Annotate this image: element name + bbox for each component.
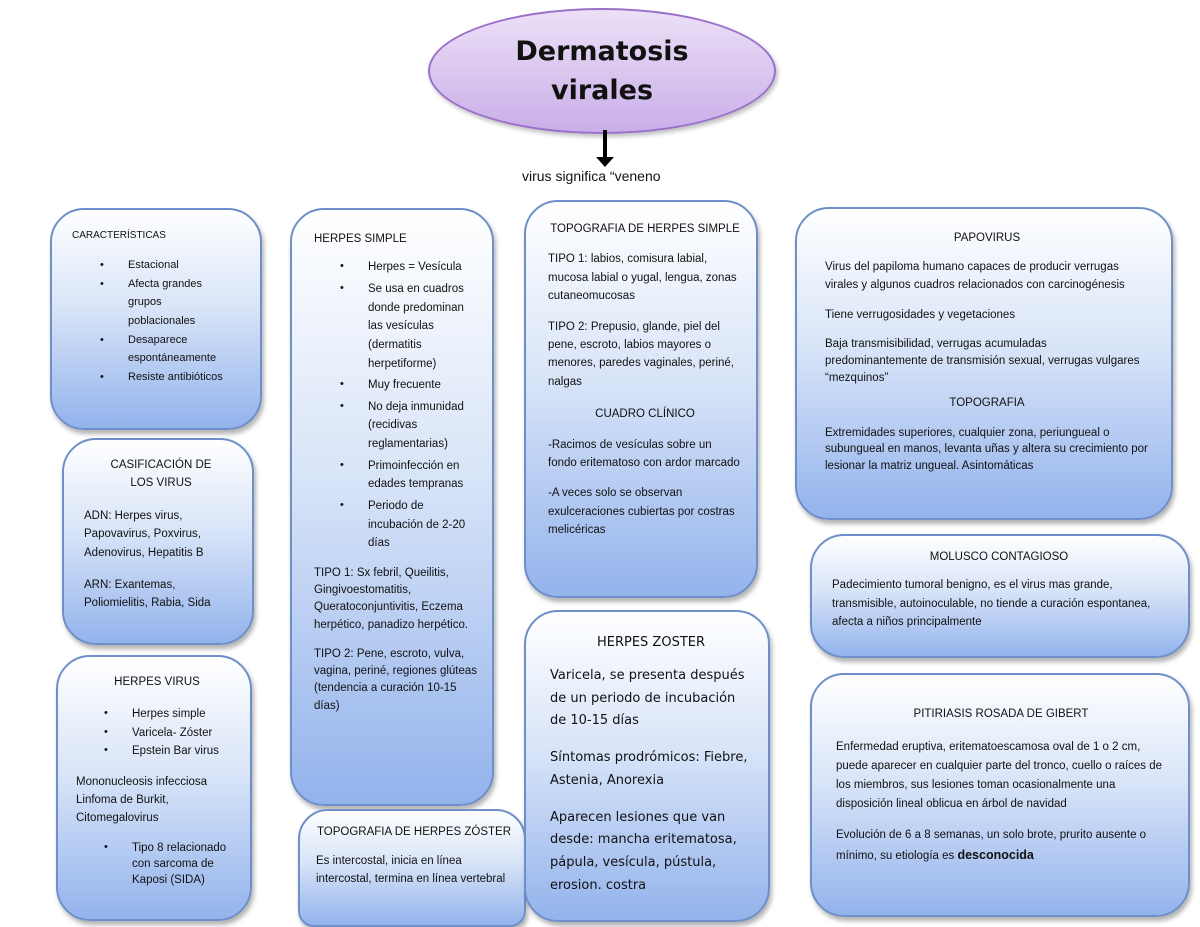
herpes-virus-box: HERPES VIRUS Herpes simple Varicela- Zós… bbox=[56, 655, 252, 921]
list-item: Tipo 8 relacionado con sarcoma de Kaposi… bbox=[104, 840, 232, 888]
papovirus-box: PAPOVIRUS Virus del papiloma humano capa… bbox=[795, 207, 1173, 520]
down-arrow-shaft bbox=[603, 130, 607, 160]
caracteristicas-box: CARACTERÍSTICAS Estacional Afecta grande… bbox=[50, 208, 262, 430]
pitiriasis-p2-bold: desconocida bbox=[957, 847, 1034, 862]
list-item: Muy frecuente bbox=[340, 376, 478, 395]
clasificacion-title: CASIFICACIÓN DE LOS VIRUS bbox=[110, 459, 212, 490]
cuadro-clinico-title: CUADRO CLÍNICO bbox=[595, 408, 695, 421]
herpes-simple-tipo1: TIPO 1: Sx febril, Queilitis, Gingivoest… bbox=[314, 566, 469, 631]
list-item: Estacional bbox=[100, 256, 246, 275]
topografia-zoster-title: TOPOGRAFIA DE HERPES ZÓSTER bbox=[316, 826, 512, 838]
herpes-zoster-box: HERPES ZOSTER Varicela, se presenta desp… bbox=[524, 610, 770, 922]
molusco-title: MOLUSCO CONTAGIOSO bbox=[929, 551, 1069, 563]
down-arrow-icon bbox=[596, 157, 614, 167]
list-item: Varicela- Zóster bbox=[104, 724, 238, 742]
papovirus-p4: Extremidades superiores, cualquier zona,… bbox=[825, 426, 1148, 473]
topografia-zoster-text: Es intercostal, inicia en línea intercos… bbox=[316, 855, 506, 886]
herpes-zoster-p3: Aparecen lesiones que van desde: mancha … bbox=[550, 809, 737, 893]
papovirus-title: PAPOVIRUS bbox=[953, 232, 1021, 244]
molusco-text: Padecimiento tumoral benigno, es el viru… bbox=[832, 579, 1151, 629]
list-item: Primoinfección en edades tempranas bbox=[340, 457, 478, 494]
topografia-zoster-box: TOPOGRAFIA DE HERPES ZÓSTER Es intercost… bbox=[298, 809, 526, 927]
papovirus-p3: Baja transmisibilidad, verrugas acumulad… bbox=[825, 338, 1140, 384]
list-item: No deja inmunidad (recidivas reglamentar… bbox=[340, 398, 478, 454]
herpes-virus-title: HERPES VIRUS bbox=[114, 676, 200, 688]
pitiriasis-title: PITIRIASIS ROSADA DE GIBERT bbox=[913, 708, 1089, 720]
list-item: Afecta grandes grupos poblacionales bbox=[100, 275, 223, 331]
subtitle: virus significa “veneno bbox=[522, 168, 661, 184]
cuadro-clinico-1: -Racimos de vesículas sobre un fondo eri… bbox=[548, 438, 740, 469]
list-item: Herpes simple bbox=[104, 705, 238, 723]
title-ellipse: Dermatosis virales bbox=[428, 8, 776, 134]
herpes-virus-text: Mononucleosis infecciosa Linfoma de Burk… bbox=[76, 775, 208, 825]
papovirus-p2: Tiene verrugosidades y vegetaciones bbox=[825, 308, 1016, 321]
clasificacion-arn: ARN: Exantemas, Poliomielitis, Rabia, Si… bbox=[84, 578, 211, 610]
topografia-simple-title: TOPOGRAFIA DE HERPES SIMPLE bbox=[550, 223, 740, 235]
papovirus-topografia-title: TOPOGRAFIA bbox=[949, 397, 1025, 410]
list-item: Periodo de incubación de 2-20 días bbox=[340, 497, 478, 553]
papovirus-p1: Virus del papiloma humano capaces de pro… bbox=[825, 261, 1125, 291]
pitiriasis-box: PITIRIASIS ROSADA DE GIBERT Enfermedad e… bbox=[810, 673, 1190, 917]
pitiriasis-p2-text: Evolución de 6 a 8 semanas, un solo brot… bbox=[836, 828, 1147, 862]
pitiriasis-p1: Enfermedad eruptiva, eritematoescamosa o… bbox=[836, 740, 1163, 810]
cuadro-clinico-2: -A veces solo se observan exulceraciones… bbox=[548, 487, 735, 537]
caracteristicas-title: CARACTERÍSTICAS bbox=[72, 230, 166, 241]
topografia-simple-tipo1: TIPO 1: labios, comisura labial, mucosa … bbox=[548, 253, 737, 303]
herpes-simple-title: HERPES SIMPLE bbox=[314, 233, 407, 245]
molusco-box: MOLUSCO CONTAGIOSO Padecimiento tumoral … bbox=[810, 534, 1190, 658]
herpes-zoster-p1: Varicela, se presenta después de un peri… bbox=[550, 667, 745, 729]
pitiriasis-p2: Evolución de 6 a 8 semanas, un solo brot… bbox=[836, 826, 1166, 866]
list-item: Epstein Bar virus bbox=[104, 742, 238, 760]
title-line-1: Dermatosis bbox=[515, 35, 689, 67]
list-item: Resiste antibióticos bbox=[100, 368, 246, 387]
topografia-simple-tipo2: TIPO 2: Prepusio, glande, piel del pene,… bbox=[548, 320, 735, 388]
clasificacion-adn: ADN: Herpes virus, Papovavirus, Poxvirus… bbox=[84, 509, 204, 559]
herpes-zoster-p2: Síntomas prodrómicos: Fiebre, Astenia, A… bbox=[550, 750, 748, 788]
herpes-simple-box: HERPES SIMPLE Herpes = Vesícula Se usa e… bbox=[290, 208, 494, 806]
topografia-simple-box: TOPOGRAFIA DE HERPES SIMPLE TIPO 1: labi… bbox=[524, 200, 758, 598]
clasificacion-box: CASIFICACIÓN DE LOS VIRUS ADN: Herpes vi… bbox=[62, 438, 254, 645]
list-item: Se usa en cuadros donde predominan las v… bbox=[340, 280, 478, 373]
list-item: Herpes = Vesícula bbox=[340, 258, 478, 277]
list-item: Desaparece espontáneamente bbox=[100, 331, 243, 368]
herpes-simple-tipo2: TIPO 2: Pene, escroto, vulva, vagina, pe… bbox=[314, 647, 478, 712]
herpes-zoster-title: HERPES ZOSTER bbox=[596, 635, 706, 650]
title-line-2: virales bbox=[550, 75, 654, 106]
